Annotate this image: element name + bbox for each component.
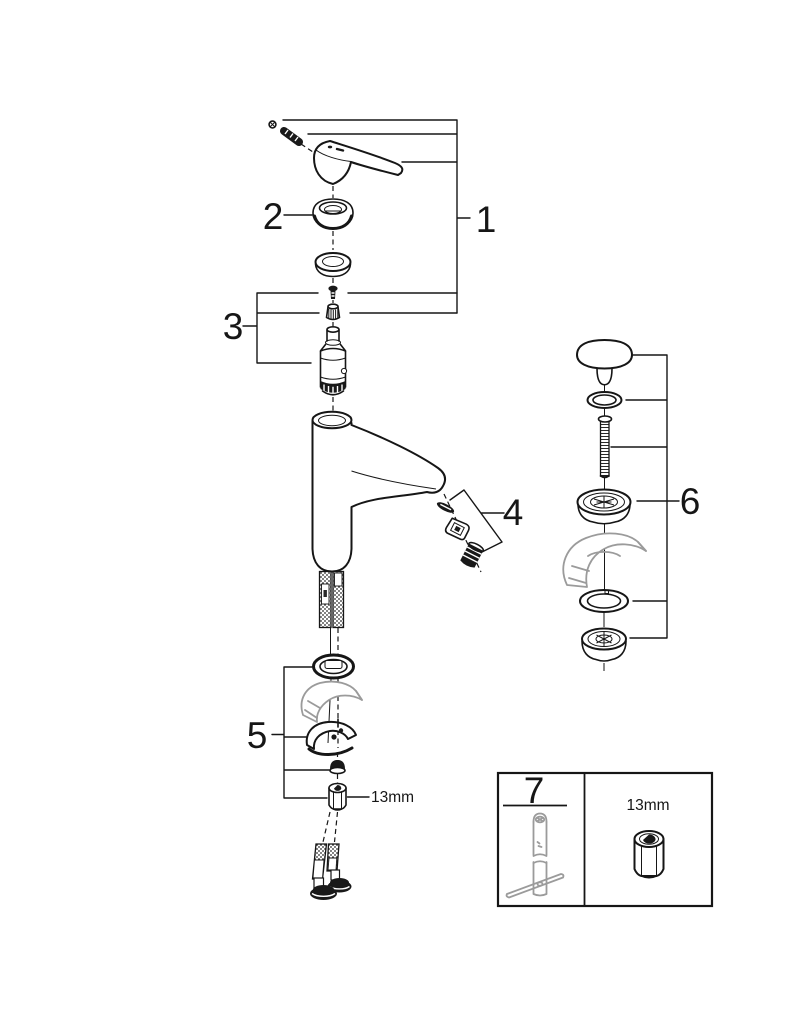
- handle-screw-drawing: [268, 120, 303, 146]
- callout-bracket-1: [282, 119, 471, 314]
- callout-bracket-5: [271, 666, 330, 799]
- legend-box: 7 13mm: [496, 770, 714, 908]
- dome-nut-drawing: [329, 760, 346, 775]
- hex-nut-size-label: 13mm: [371, 789, 414, 806]
- aerator-mousseur-drawing: [460, 541, 485, 568]
- drain-body-drawing: [581, 627, 627, 662]
- flex-hoses-upper-drawing: [318, 570, 345, 629]
- legend-label-7: 7: [524, 770, 545, 811]
- flex-hose-ends-drawing: [310, 843, 352, 900]
- escutcheon-collar-drawing: [314, 252, 352, 278]
- callout-label-1: 1: [476, 199, 497, 240]
- hex-nut-drawing: [328, 782, 347, 811]
- callout-label-3: 3: [223, 306, 244, 347]
- socket-wrench-tool-drawing: [505, 812, 565, 899]
- drain-plug-drawing: [576, 339, 633, 386]
- callout-label-4: 4: [503, 492, 524, 533]
- aerator-washer-drawing: [436, 502, 455, 513]
- callout-label-6: 6: [680, 481, 701, 522]
- aerator-housing-drawing: [444, 517, 470, 541]
- cartridge-drawing: [319, 325, 348, 396]
- lever-handle-drawing: [313, 140, 404, 185]
- horseshoe-bracket-drawing: [305, 718, 357, 756]
- callout-bracket-6: [610, 354, 680, 639]
- drain-wedge-gasket-drawing: [562, 532, 647, 588]
- cartridge-nut-drawing: [325, 303, 341, 321]
- oring-drawing: [312, 653, 355, 680]
- drain-rod-drawing: [597, 415, 613, 479]
- callout-label-2: 2: [263, 196, 284, 237]
- legend-hex-nut-drawing: [633, 830, 665, 879]
- drain-flange-drawing: [576, 488, 632, 525]
- drain-ring-gasket-drawing: [579, 589, 629, 613]
- cartridge-screw-drawing: [328, 285, 338, 299]
- faucet-body-drawing: [311, 410, 447, 573]
- drain-oring-drawing: [586, 391, 623, 409]
- wedge-washer-drawing: [300, 680, 363, 723]
- handle-cap-ring-drawing: [312, 198, 354, 230]
- callout-bracket-4: [449, 489, 505, 554]
- callout-label-5: 5: [247, 715, 268, 756]
- legend-size-label: 13mm: [626, 797, 669, 814]
- callout-bracket-3: [242, 292, 458, 364]
